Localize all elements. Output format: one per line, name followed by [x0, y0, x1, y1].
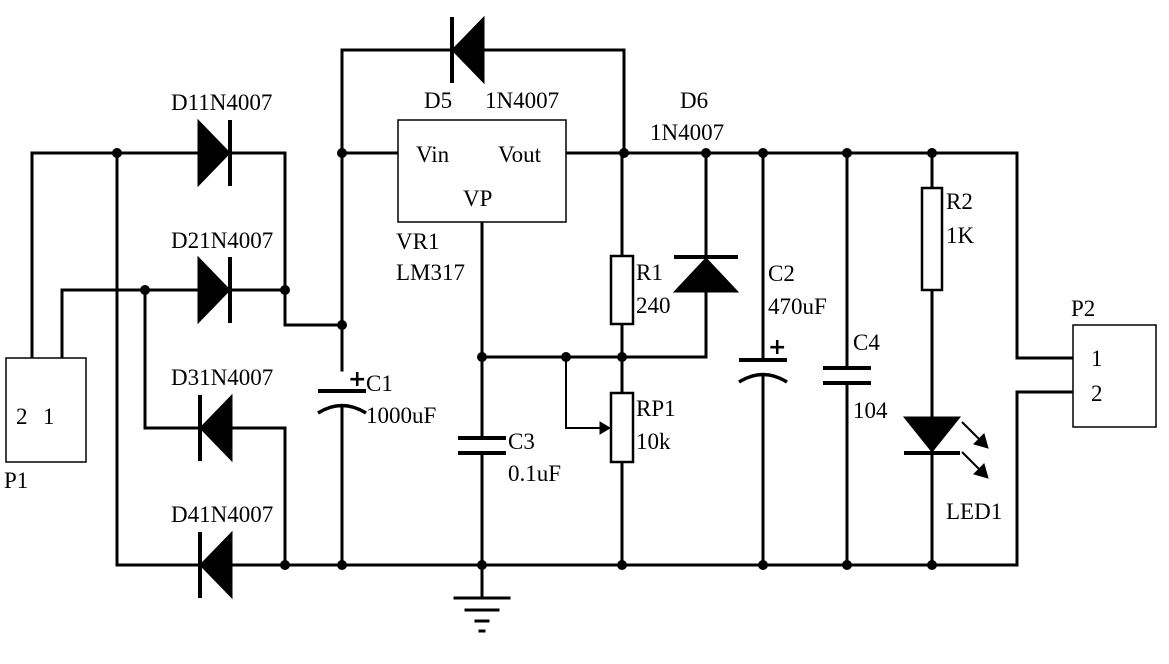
d5-ref: D5 — [424, 88, 452, 113]
regulator-vr1: Vin Vout VP VR1 LM317 — [396, 119, 567, 285]
p2-pin-2: 2 — [1091, 381, 1103, 406]
vr1-pin-vin: Vin — [416, 142, 450, 167]
capacitor-c1: + C1 1000uF — [317, 367, 436, 428]
diode-d6: D6 1N4007 — [650, 88, 740, 293]
d4-label: D41N4007 — [171, 502, 273, 527]
diode-d2: D21N4007 — [171, 228, 273, 325]
potentiometer-rp1: RP1 10k — [599, 391, 676, 464]
junction-dots — [112, 148, 937, 570]
capacitor-c4: C4 104 — [823, 330, 888, 423]
vr1-value: LM317 — [396, 260, 465, 285]
resistor-r2: R2 1K — [920, 186, 975, 292]
r1-ref: R1 — [636, 260, 663, 285]
d5-value: 1N4007 — [485, 88, 559, 113]
diode-d5: D5 1N4007 — [424, 15, 559, 113]
vr1-pin-vp: VP — [463, 186, 492, 211]
c1-value: 1000uF — [366, 403, 436, 428]
r1-value: 240 — [636, 293, 671, 318]
p1-label: P1 — [4, 468, 28, 493]
p1-pin-2: 2 — [16, 404, 28, 429]
r2-value: 1K — [946, 223, 975, 248]
d2-label: D21N4007 — [171, 228, 273, 253]
vr1-ref: VR1 — [396, 229, 439, 254]
r2-ref: R2 — [946, 189, 973, 214]
capacitor-c3: C3 0.1uF — [458, 429, 561, 486]
connector-p2: 1 2 P2 — [1071, 296, 1157, 428]
ground-symbol — [453, 596, 511, 633]
c1-ref: C1 — [366, 371, 393, 396]
led-led1: LED1 — [902, 416, 1002, 524]
led1-ref: LED1 — [946, 499, 1002, 524]
connector-p1: 2 1 P1 — [4, 357, 87, 493]
d3-label: D31N4007 — [171, 365, 273, 390]
capacitor-c2: + C2 470uF — [738, 261, 827, 384]
p1-pin-1: 1 — [43, 404, 55, 429]
c3-value: 0.1uF — [508, 461, 561, 486]
wires — [30, 48, 1075, 600]
c1-polarity: + — [348, 367, 366, 392]
light-emission-arrows-icon — [961, 421, 989, 479]
c2-polarity: + — [768, 335, 786, 360]
diode-d3: D31N4007 — [171, 365, 273, 463]
rp1-ref: RP1 — [636, 396, 676, 421]
d1-label: D11N4007 — [171, 90, 272, 115]
diode-d1: D11N4007 — [171, 90, 272, 188]
p2-label: P2 — [1071, 296, 1095, 321]
c3-ref: C3 — [508, 429, 535, 454]
resistor-r1: R1 240 — [609, 254, 671, 326]
diode-d4: D41N4007 — [171, 502, 273, 600]
d6-value: 1N4007 — [650, 120, 724, 145]
p2-pin-1: 1 — [1091, 346, 1103, 371]
c4-value: 104 — [853, 398, 888, 423]
rp1-value: 10k — [636, 429, 671, 454]
c4-ref: C4 — [853, 330, 880, 355]
c2-ref: C2 — [768, 261, 795, 286]
c2-value: 470uF — [768, 294, 827, 319]
vr1-pin-vout: Vout — [498, 142, 542, 167]
d6-ref: D6 — [680, 88, 708, 113]
